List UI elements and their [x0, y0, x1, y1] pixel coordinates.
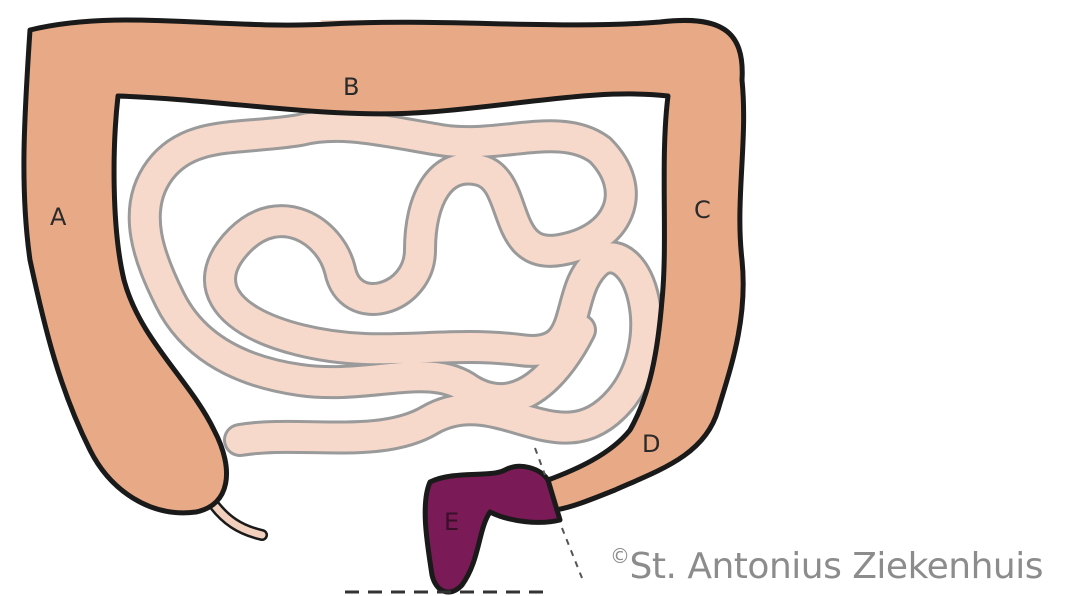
copyright-credit: ©St. Antonius Ziekenhuis — [610, 546, 1043, 587]
label-d: D — [642, 430, 660, 458]
label-c: C — [694, 196, 711, 224]
label-b: B — [343, 73, 359, 101]
copyright-symbol: © — [610, 544, 630, 568]
credit-text: St. Antonius Ziekenhuis — [630, 546, 1044, 587]
label-e: E — [444, 508, 459, 536]
small-intestine — [145, 126, 646, 440]
dashed-line-lower — [562, 528, 582, 578]
label-a: A — [50, 203, 67, 231]
